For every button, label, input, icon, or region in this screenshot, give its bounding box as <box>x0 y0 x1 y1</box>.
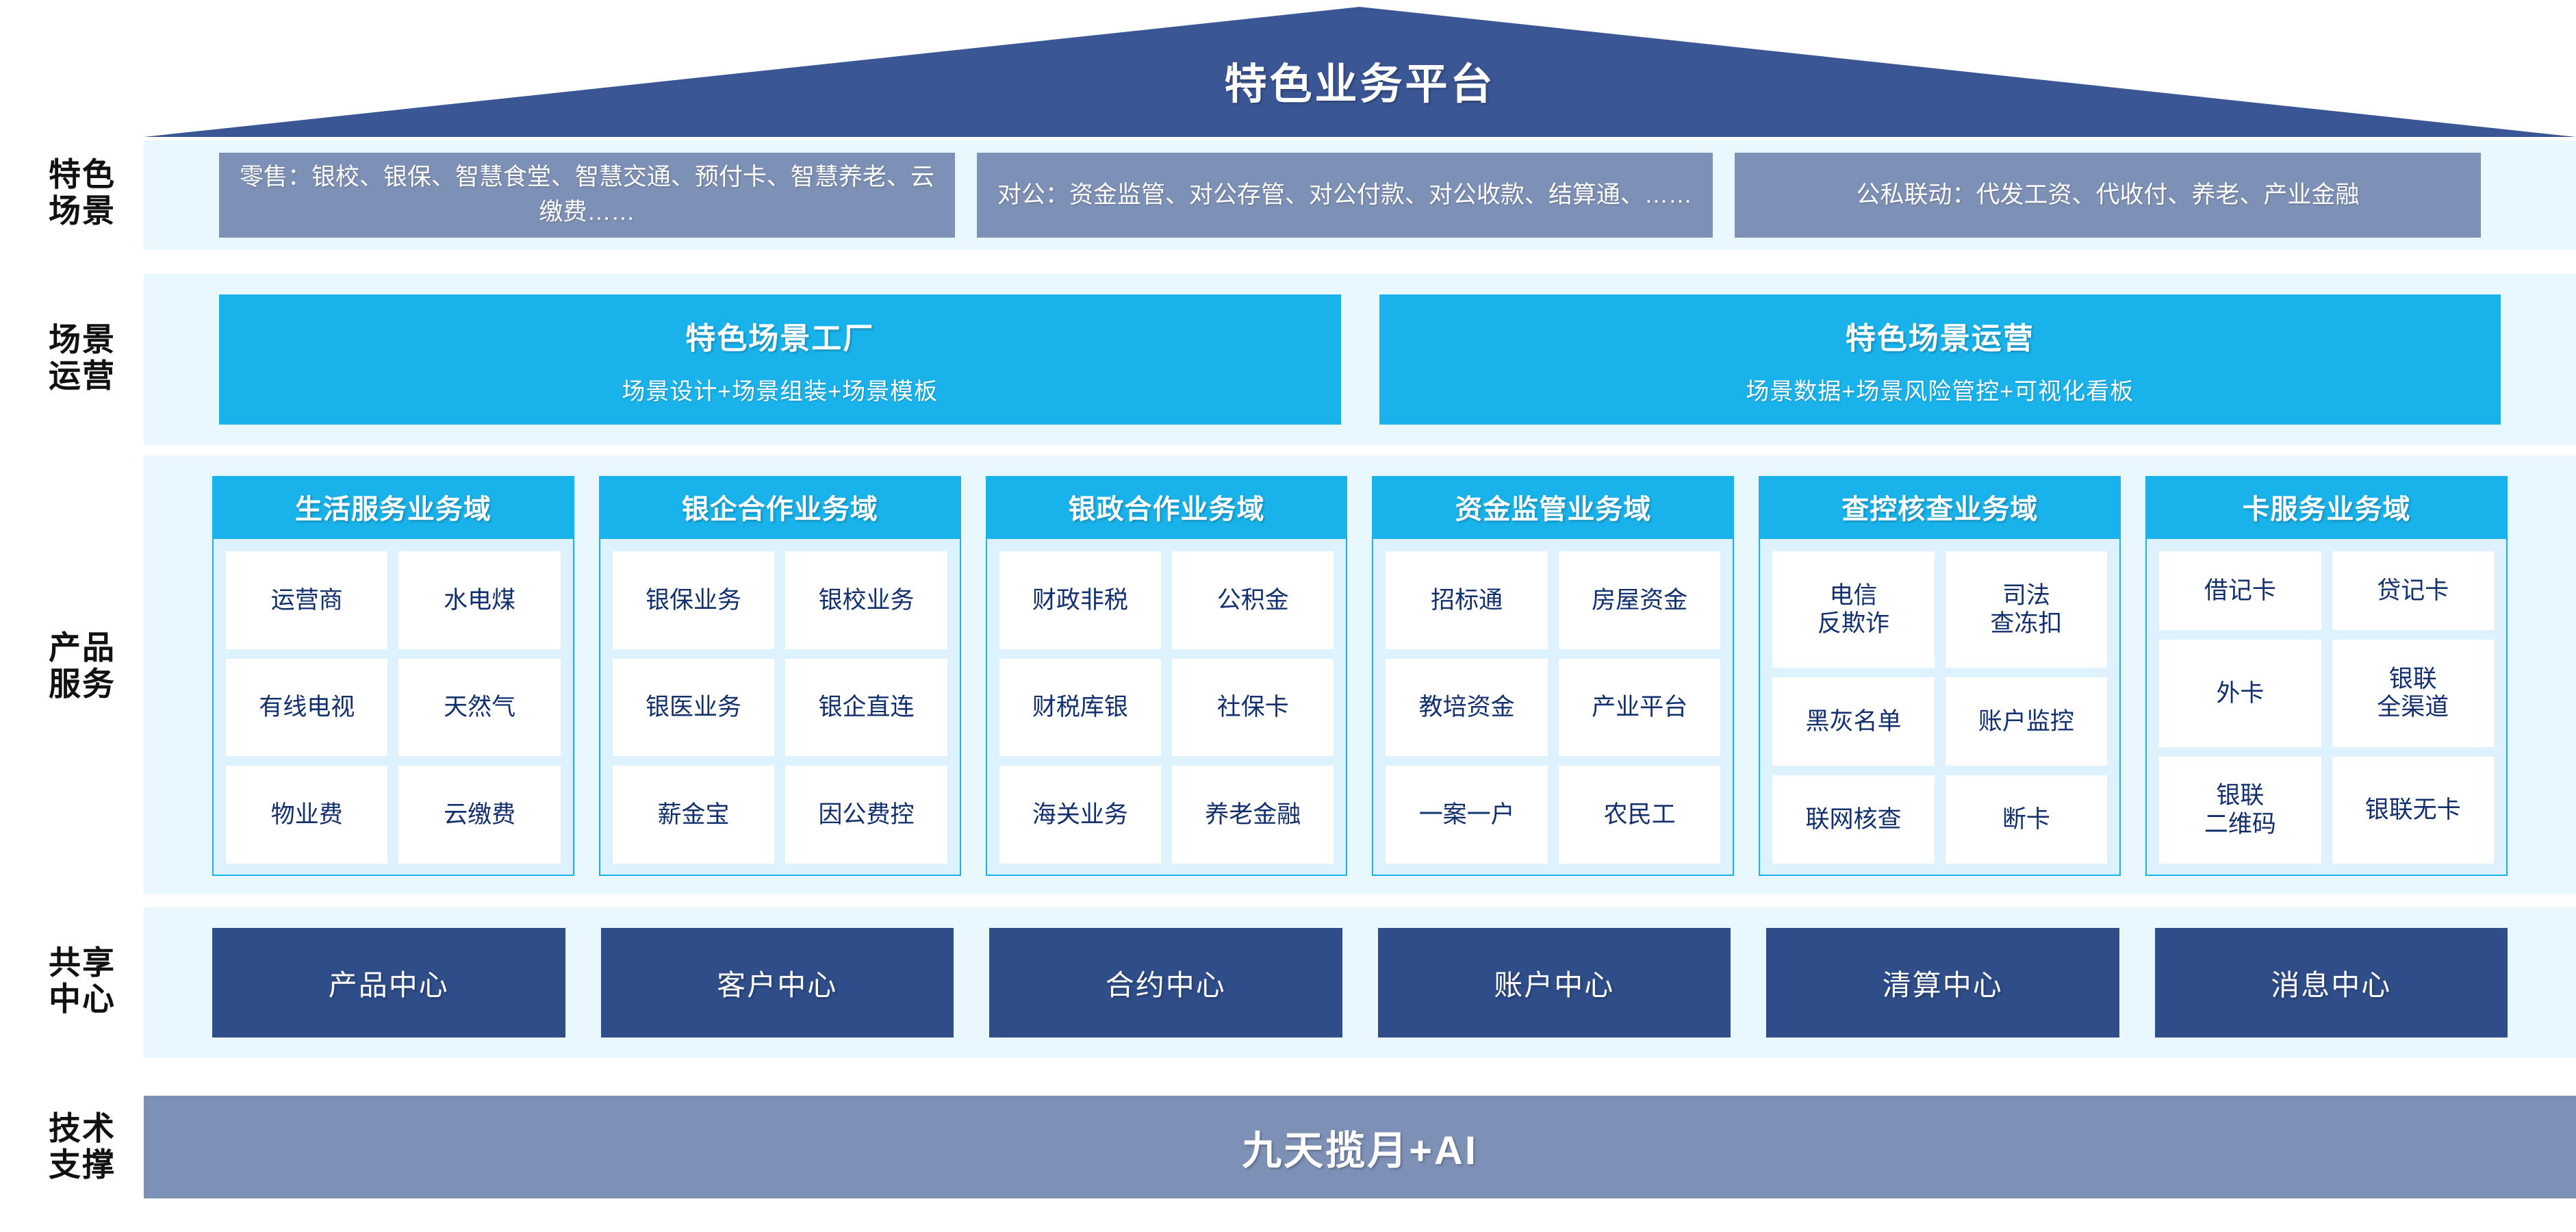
row-label-operations: 场景 运营 <box>49 321 116 394</box>
product-cell[interactable]: 黑灰名单 <box>1772 677 1935 766</box>
operations-box-scene-operation[interactable]: 特色场景运营 场景数据+场景风险管控+可视化看板 <box>1379 294 2501 425</box>
product-cell[interactable]: 财税库银 <box>999 658 1162 757</box>
product-cell[interactable]: 司法 查冻扣 <box>1945 551 2108 668</box>
product-domain-grid: 招标通房屋资金教培资金产业平台一案一户农民工 <box>1373 539 1733 875</box>
product-cell[interactable]: 银联 全渠道 <box>2332 640 2494 747</box>
scenario-box-retail[interactable]: 零售：银校、银保、智慧食堂、智慧交通、预付卡、智慧养老、云缴费…… <box>219 153 955 238</box>
shared-center-box-3[interactable]: 合约中心 <box>989 928 1342 1038</box>
operations-title: 特色场景工厂 <box>685 321 875 355</box>
product-cell[interactable]: 银保业务 <box>612 551 775 649</box>
product-cell[interactable]: 电信 反欺诈 <box>1772 551 1935 668</box>
product-domain-3: 银政合作业务域财政非税公积金财税库银社保卡海关业务养老金融 <box>985 476 1348 876</box>
product-cell[interactable]: 农民工 <box>1558 766 1721 864</box>
row-label-tech: 技术 支撑 <box>49 1110 116 1183</box>
page-title: 特色业务平台 <box>1224 61 1496 108</box>
product-domain-4: 资金监管业务域招标通房屋资金教培资金产业平台一案一户农民工 <box>1372 476 1735 876</box>
row-label-scenarios: 特色 场景 <box>49 156 116 229</box>
product-cell[interactable]: 社保卡 <box>1172 658 1334 757</box>
product-cell[interactable]: 一案一户 <box>1386 766 1548 864</box>
product-service-panel: 生活服务业务域运营商水电煤有线电视天然气物业费云缴费银企合作业务域银保业务银校业… <box>144 455 2576 894</box>
product-cell[interactable]: 外卡 <box>2159 640 2321 747</box>
product-domain-grid: 借记卡贷记卡外卡银联 全渠道银联 二维码银联无卡 <box>2147 539 2506 875</box>
product-domain-2: 银企合作业务域银保业务银校业务银医业务银企直连薪金宝因公费控 <box>598 476 961 876</box>
product-cell[interactable]: 银医业务 <box>612 658 775 757</box>
product-domain-grid: 电信 反欺诈司法 查冻扣黑灰名单账户监控联网核查断卡 <box>1760 539 2119 875</box>
product-cell[interactable]: 银联 二维码 <box>2159 756 2321 864</box>
row-label-shared: 共享 中心 <box>49 944 116 1017</box>
product-cell[interactable]: 断卡 <box>1945 775 2108 864</box>
tech-support-band[interactable]: 九天揽月+AI <box>144 1096 2576 1198</box>
scenario-box-corporate[interactable]: 对公：资金监管、对公存管、对公付款、对公收款、结算通、…… <box>977 153 1713 238</box>
product-cell[interactable]: 养老金融 <box>1172 766 1334 864</box>
product-domain-title: 银政合作业务域 <box>986 476 1347 539</box>
product-cell[interactable]: 薪金宝 <box>612 766 775 864</box>
product-cell[interactable]: 财政非税 <box>999 551 1162 649</box>
product-domain-title: 生活服务业务域 <box>214 476 573 539</box>
platform-roof-banner: 特色业务平台 <box>144 7 2576 137</box>
operations-panel: 特色场景工厂 场景设计+场景组装+场景模板 特色场景运营 场景数据+场景风险管控… <box>144 274 2576 445</box>
scenario-panel: 零售：银校、银保、智慧食堂、智慧交通、预付卡、智慧养老、云缴费…… 对公：资金监… <box>144 140 2576 250</box>
product-cell[interactable]: 产业平台 <box>1558 658 1721 757</box>
operations-subtitle: 场景数据+场景风险管控+可视化看板 <box>1746 378 2134 405</box>
roof-shape <box>144 7 2576 137</box>
product-domain-title: 银企合作业务域 <box>600 476 960 539</box>
product-cell[interactable]: 银校业务 <box>785 551 947 649</box>
product-cell[interactable]: 联网核查 <box>1772 775 1935 864</box>
product-domain-grid: 银保业务银校业务银医业务银企直连薪金宝因公费控 <box>600 539 960 875</box>
product-cell[interactable]: 天然气 <box>398 658 561 757</box>
product-cell[interactable]: 贷记卡 <box>2332 551 2494 631</box>
product-cell[interactable]: 有线电视 <box>226 658 388 757</box>
row-label-products: 产品 服务 <box>49 629 116 702</box>
shared-center-box-4[interactable]: 账户中心 <box>1377 928 1731 1038</box>
scenario-box-public-private[interactable]: 公私联动：代发工资、代收付、养老、产业金融 <box>1735 153 2481 238</box>
product-domain-grid: 运营商水电煤有线电视天然气物业费云缴费 <box>214 539 573 875</box>
operations-title: 特色场景运营 <box>1845 321 2035 355</box>
product-cell[interactable]: 因公费控 <box>785 766 947 864</box>
product-cell[interactable]: 房屋资金 <box>1558 551 1721 649</box>
product-domain-1: 生活服务业务域运营商水电煤有线电视天然气物业费云缴费 <box>212 476 574 876</box>
product-cell[interactable]: 教培资金 <box>1386 658 1548 757</box>
operations-subtitle: 场景设计+场景组装+场景模板 <box>622 378 939 405</box>
product-cell[interactable]: 借记卡 <box>2159 551 2321 631</box>
shared-center-box-1[interactable]: 产品中心 <box>212 928 565 1038</box>
shared-center-panel: 产品中心客户中心合约中心账户中心清算中心消息中心 <box>144 907 2576 1058</box>
shared-center-box-5[interactable]: 清算中心 <box>1766 928 2119 1038</box>
product-domain-6: 卡服务业务域借记卡贷记卡外卡银联 全渠道银联 二维码银联无卡 <box>2145 476 2508 876</box>
shared-center-box-2[interactable]: 客户中心 <box>600 928 954 1038</box>
product-domain-5: 查控核查业务域电信 反欺诈司法 查冻扣黑灰名单账户监控联网核查断卡 <box>1759 476 2121 876</box>
product-cell[interactable]: 招标通 <box>1386 551 1548 649</box>
product-cell[interactable]: 云缴费 <box>398 766 561 864</box>
product-cell[interactable]: 银联无卡 <box>2332 756 2494 864</box>
operations-box-scene-factory[interactable]: 特色场景工厂 场景设计+场景组装+场景模板 <box>219 294 1341 425</box>
product-cell[interactable]: 水电煤 <box>398 551 561 649</box>
product-domain-grid: 财政非税公积金财税库银社保卡海关业务养老金融 <box>987 539 1347 875</box>
product-domain-title: 资金监管业务域 <box>1373 476 1733 539</box>
product-cell[interactable]: 海关业务 <box>999 766 1162 864</box>
shared-center-box-6[interactable]: 消息中心 <box>2154 928 2508 1038</box>
product-cell[interactable]: 公积金 <box>1172 551 1334 649</box>
product-domain-title: 卡服务业务域 <box>2147 476 2506 539</box>
product-cell[interactable]: 物业费 <box>226 766 388 864</box>
product-domain-title: 查控核查业务域 <box>1760 476 2120 539</box>
product-cell[interactable]: 账户监控 <box>1945 677 2108 766</box>
product-cell[interactable]: 运营商 <box>226 551 388 649</box>
product-cell[interactable]: 银企直连 <box>785 658 947 757</box>
